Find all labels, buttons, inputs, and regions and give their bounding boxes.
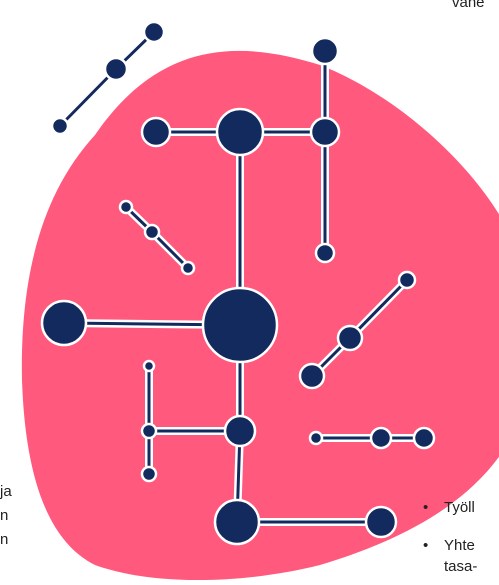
nodes-group (40, 20, 436, 546)
node-bracket-top (142, 359, 156, 373)
node-top-left-start (50, 116, 70, 136)
link-right-diag-a-inner (348, 278, 409, 340)
node-spine-lower (223, 414, 257, 448)
node-small-diag-a (118, 199, 134, 215)
node-right-diag-top (397, 270, 417, 290)
node-top-h-left (140, 116, 172, 148)
node-top-left-mid (103, 56, 129, 82)
node-bracket-mid (140, 422, 158, 440)
node-lower-right-mid (369, 426, 393, 450)
right-list-item-1: Työll (444, 499, 475, 516)
node-lower-right-end (412, 426, 436, 450)
link-top-left-lower-inner (58, 67, 118, 128)
node-right-bottom (314, 242, 336, 264)
node-right-top (310, 36, 340, 66)
left-text-line-3: n (0, 531, 9, 548)
node-right-diag-bottom (298, 362, 326, 390)
node-small-diag-b (143, 223, 161, 241)
right-list-item-2-line-1: Yhte (444, 537, 475, 554)
top-right-text-fragment: vane (452, 0, 485, 11)
bullet-1: • (423, 499, 429, 516)
right-list-item-2-line-2: tasa- (444, 558, 478, 575)
node-right-diag-mid (336, 324, 364, 352)
node-lower-right-left (308, 430, 324, 446)
node-left-large (40, 299, 88, 347)
left-text-line-2: n (0, 507, 9, 524)
node-right-junction (309, 116, 341, 148)
node-small-diag-c (180, 260, 196, 276)
node-central-hub (201, 286, 279, 364)
node-top-left-end (142, 20, 166, 44)
node-bottom-right (364, 505, 398, 539)
node-top-hub (215, 107, 265, 157)
link-small-diag-b-inner (150, 230, 190, 270)
node-bracket-bottom (140, 465, 158, 483)
bullet-2: • (423, 537, 429, 554)
node-bottom-large (213, 498, 261, 546)
left-text-line-1: ja (0, 483, 12, 500)
